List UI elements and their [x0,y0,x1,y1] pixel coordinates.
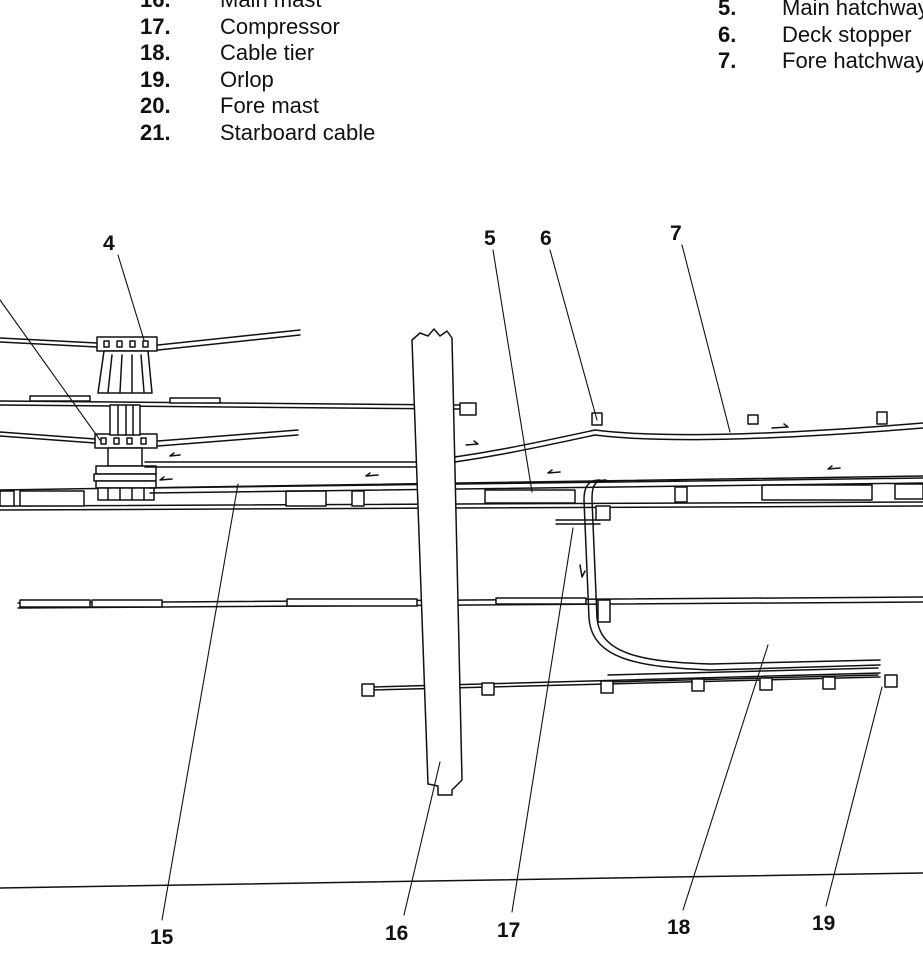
legend-number: 21. [140,119,171,145]
legend-label: Deck stopper [782,21,912,47]
legend-item: 21. Starboard cable [140,120,375,147]
callout-7: 7 [670,222,682,245]
legend-label: Cable tier [220,40,315,65]
legend-left: 16.Main mast 17. Compressor 18. Cable tier… [140,0,375,146]
callout-16: 16 [385,922,408,945]
legend-item: 16.Main mast [140,0,375,14]
legend-item: 17. Compressor [140,14,375,41]
legend-item: 20. Fore mast [140,93,375,120]
legend-label: Orlop [220,66,274,92]
callout-4: 4 [103,232,115,255]
legend-number: 18. [140,40,171,65]
callout-18: 18 [667,916,691,939]
deck-stoppers [361,411,898,697]
legend-item: 6. Deck stopper [718,22,923,49]
legend-label: Main mast [220,0,321,14]
callout-5: 5 [484,227,496,250]
legend-number: 20. [140,93,171,118]
compressor [555,505,611,623]
capstan [0,329,301,501]
legend-item: 7. Fore hatchway [718,48,923,75]
legend-number: 5. [718,0,737,20]
callouts: 4 5 6 7 15 16 17 18 19 [103,222,835,949]
legend-right: 5. Main hatchway 6. Deck stopper 7. Fore ha… [718,0,923,75]
callout-6: 6 [540,227,552,250]
callout-17: 17 [497,919,520,942]
lower-deck [17,596,923,609]
legend-number: 6. [718,21,737,47]
legend-label: Fore mast [220,93,320,118]
legend-label: Starboard cable [220,119,376,145]
main-mast [411,328,477,796]
leader-lines [0,244,883,921]
legend-number: 19. [140,66,171,92]
legend-item: 5. Main hatchway [718,0,923,22]
legend-item: 19. Orlop [140,67,375,94]
legend-number: 17. [140,13,171,39]
legend-number: 7. [718,48,737,73]
legend-label: Compressor [220,13,340,39]
upper-deck [0,395,461,410]
legend-label: Fore hatchway [782,48,923,73]
legend-label: Main hatchway [782,0,923,20]
legend-number: 16. [140,0,220,14]
callout-15: 15 [150,926,174,949]
legend-item: 18. Cable tier [140,40,375,67]
cables [144,422,923,671]
callout-19: 19 [812,912,835,935]
